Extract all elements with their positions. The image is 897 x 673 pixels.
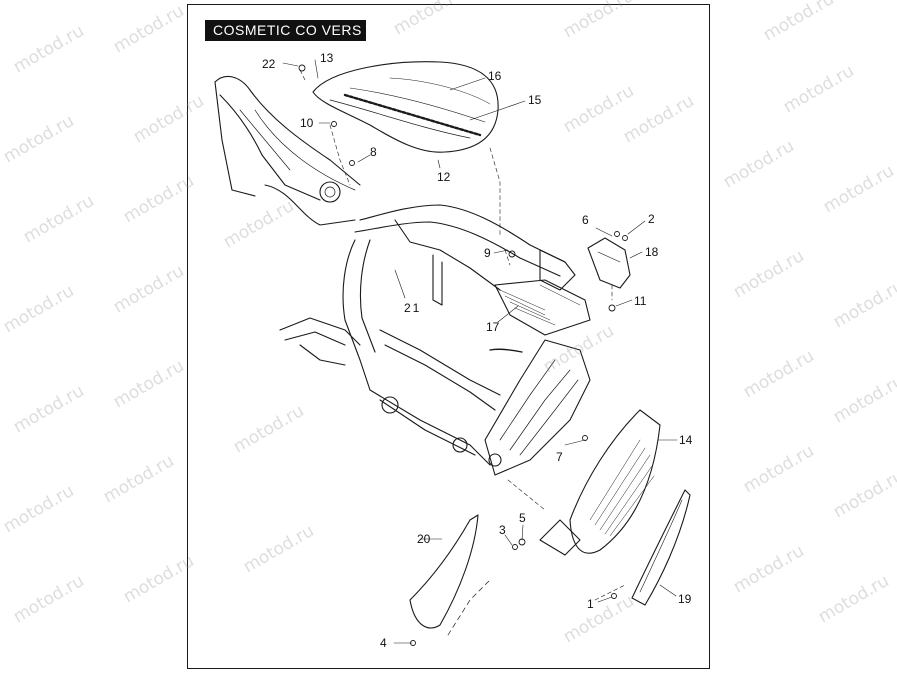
callout-22: 22	[262, 57, 276, 71]
callout-15: 15	[528, 93, 542, 107]
side-cover-part	[539, 409, 661, 556]
callout-21: 21	[404, 301, 422, 315]
callout-5: 5	[519, 511, 526, 525]
callout-20: 20	[417, 532, 431, 546]
callout-12: 12	[437, 170, 451, 184]
callout-13: 13	[320, 51, 334, 65]
callout-11: 11	[634, 294, 647, 308]
main-frame-part	[279, 204, 576, 466]
callout-17: 17	[486, 320, 500, 334]
diagram-title: COSMETIC CO VERS	[205, 20, 366, 41]
callout-10: 10	[300, 116, 314, 130]
callout-19: 19	[678, 592, 692, 606]
callout-7: 7	[556, 450, 563, 464]
diagram-frame	[187, 4, 710, 669]
small-cover-part	[587, 237, 631, 289]
tank-cover-part	[312, 61, 499, 153]
callout-2: 2	[648, 212, 655, 226]
lower-cover-part	[409, 514, 491, 636]
callout-1: 1	[587, 597, 594, 611]
callout-14: 14	[679, 433, 693, 447]
callout-6: 6	[582, 213, 589, 227]
callout-18: 18	[645, 245, 659, 259]
callout-3: 3	[499, 523, 506, 537]
callout-9: 9	[484, 246, 491, 260]
rear-frame-part	[214, 75, 361, 226]
radiator-assembly-part	[484, 339, 591, 476]
callout-16: 16	[488, 69, 502, 83]
callout-8: 8	[370, 145, 377, 159]
trim-ring-part	[631, 489, 691, 606]
radiator-shroud-part	[494, 279, 591, 336]
callout-4: 4	[380, 636, 387, 650]
